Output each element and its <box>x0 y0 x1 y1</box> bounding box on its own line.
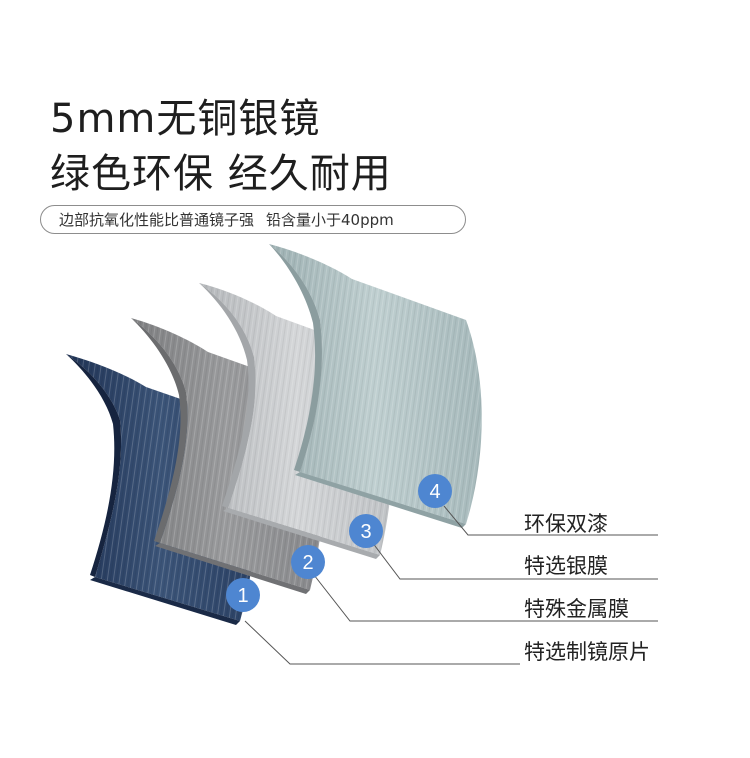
leader-line-3 <box>371 541 658 580</box>
headline-line2: 绿色环保 经久耐用 <box>50 151 392 197</box>
leader-line-2 <box>313 574 658 622</box>
badge-4: 4 <box>418 474 452 508</box>
badge-2-number: 2 <box>302 552 313 574</box>
badge-3: 3 <box>349 514 383 548</box>
leader-lines <box>244 505 658 665</box>
badge-2: 2 <box>291 545 325 579</box>
layer-4-paint-coating <box>269 244 482 528</box>
layer-3-label: 特选银膜 <box>524 554 608 578</box>
leader-line-4 <box>443 505 658 536</box>
badge-3-number: 3 <box>360 521 371 543</box>
headline-line1: 5mm无铜银镜 <box>50 96 321 142</box>
layer-2-label: 特殊金属膜 <box>524 597 629 621</box>
layer-4-label: 环保双漆 <box>524 512 608 536</box>
leader-line-1 <box>244 620 520 665</box>
badge-1-number: 1 <box>237 585 248 607</box>
tagline-part1: 边部抗氧化性能比普通镜子强 <box>59 211 255 229</box>
headline: 5mm无铜银镜 绿色环保 经久耐用 <box>50 92 392 202</box>
feature-tagline: 边部抗氧化性能比普通镜子强 铅含量小于40ppm <box>40 205 466 234</box>
badge-4-number: 4 <box>429 481 440 503</box>
badge-1: 1 <box>226 578 260 612</box>
layer-1-label: 特选制镜原片 <box>524 640 650 664</box>
tagline-part2: 铅含量小于40ppm <box>266 211 394 229</box>
